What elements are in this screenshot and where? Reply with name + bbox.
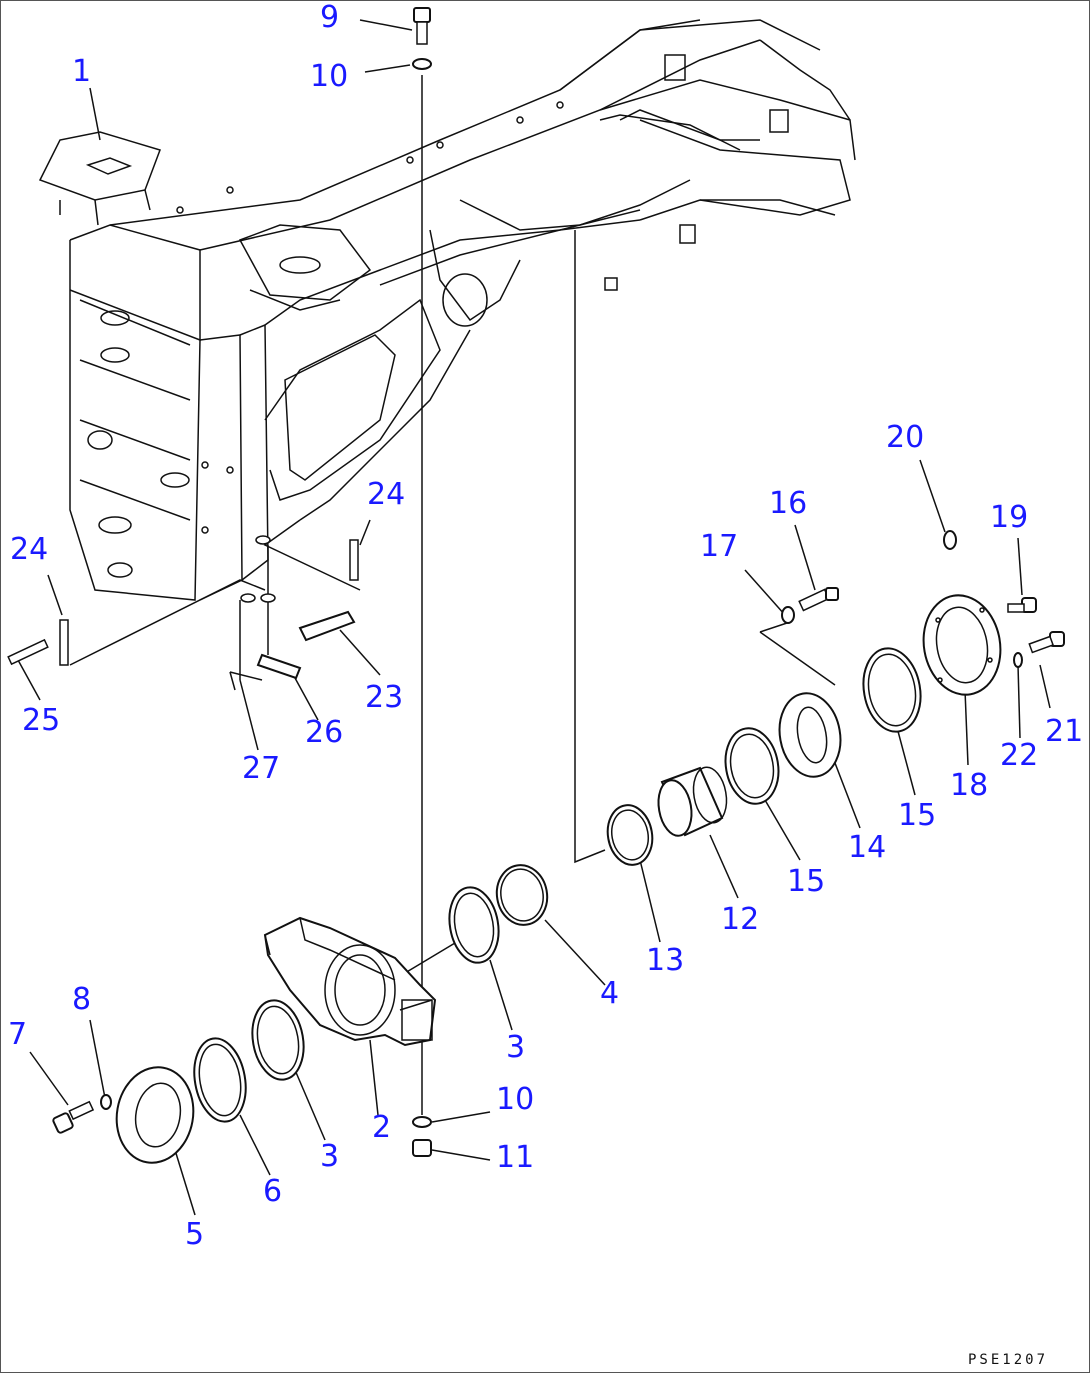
callout-3-upper: 3 bbox=[506, 1030, 526, 1065]
callout-7: 7 bbox=[8, 1017, 28, 1052]
callout-5: 5 bbox=[185, 1217, 205, 1252]
callout-23: 23 bbox=[365, 680, 404, 715]
callout-24-right: 24 bbox=[367, 477, 406, 512]
housing bbox=[263, 916, 437, 1047]
callout-15-lower: 15 bbox=[787, 864, 826, 899]
callout-16: 16 bbox=[769, 486, 808, 521]
callout-21: 21 bbox=[1045, 714, 1084, 749]
callout-27: 27 bbox=[242, 751, 281, 786]
drawing-code: PSE1207 bbox=[968, 1352, 1049, 1368]
callout-22: 22 bbox=[1000, 738, 1039, 773]
callout-17: 17 bbox=[700, 529, 739, 564]
callout-11: 11 bbox=[496, 1140, 535, 1175]
main-frame bbox=[38, 19, 856, 601]
callout-1: 1 bbox=[72, 54, 92, 89]
callout-3-lower: 3 bbox=[320, 1139, 340, 1174]
callout-19: 19 bbox=[990, 500, 1029, 535]
rings bbox=[115, 594, 1002, 1164]
callout-6: 6 bbox=[263, 1174, 283, 1209]
callout-4: 4 bbox=[600, 976, 620, 1011]
callout-10-top: 10 bbox=[310, 59, 349, 94]
callout-15-upper: 15 bbox=[898, 798, 937, 833]
callout-25: 25 bbox=[22, 703, 61, 738]
callout-2: 2 bbox=[372, 1110, 392, 1145]
leader-lines bbox=[17, 19, 1051, 1216]
callout-24-left: 24 bbox=[10, 532, 49, 567]
callout-26: 26 bbox=[305, 715, 344, 750]
callout-13: 13 bbox=[646, 943, 685, 978]
callout-12: 12 bbox=[721, 902, 760, 937]
small-parts bbox=[7, 7, 1065, 1157]
callout-9: 9 bbox=[320, 0, 340, 35]
callout-18: 18 bbox=[950, 768, 989, 803]
callout-8: 8 bbox=[72, 982, 92, 1017]
callout-10-bottom: 10 bbox=[496, 1082, 535, 1117]
callout-20: 20 bbox=[886, 420, 925, 455]
callout-14: 14 bbox=[848, 830, 887, 865]
